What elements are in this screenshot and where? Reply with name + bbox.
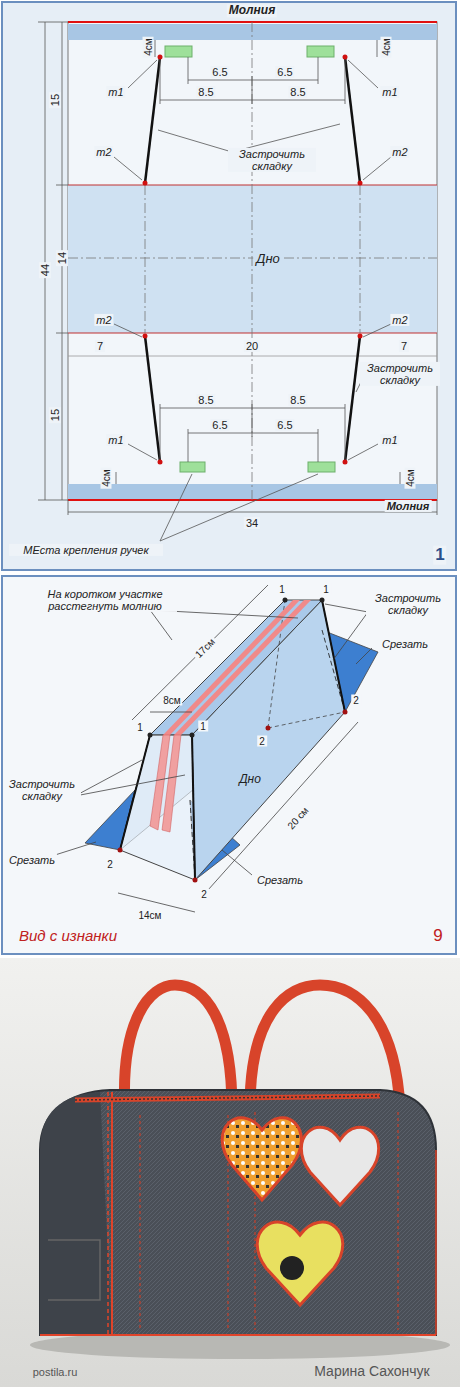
dimension: 34 <box>244 517 260 529</box>
face-label: Дно <box>237 773 263 786</box>
isometric-panel <box>2 576 456 954</box>
point-label: m2 <box>94 146 113 158</box>
fabric-band: Дно <box>68 186 437 332</box>
note: Срезать <box>255 874 305 886</box>
dimension: 8.5 <box>196 86 215 98</box>
point-label: 1 <box>135 722 145 733</box>
dimension: 7 <box>399 340 409 352</box>
note: Застрочить складку <box>228 148 316 172</box>
point-label: 2 <box>199 889 209 900</box>
point-label: 1 <box>321 584 331 595</box>
point-label: m2 <box>390 146 409 158</box>
point-label: m1 <box>380 86 399 98</box>
dimension: 4см <box>381 36 392 57</box>
note: Застрочить складку <box>360 362 440 386</box>
point-label: 2 <box>351 695 361 706</box>
dimension: 20 см <box>284 803 312 832</box>
point-label: m1 <box>106 86 125 98</box>
band-label: Дно <box>253 251 283 266</box>
dimension: 6.5 <box>210 66 229 78</box>
panel-number: 9 <box>431 927 444 946</box>
pattern-panel <box>2 2 456 570</box>
dimension: 14см <box>137 910 164 921</box>
dimension: 20 <box>244 340 260 352</box>
dimension: 4см <box>101 467 112 488</box>
dimension: 6.5 <box>275 419 294 431</box>
dimension: 8.5 <box>196 394 215 406</box>
bag-photo <box>0 958 460 1387</box>
watermark: postila.ru <box>31 1366 80 1378</box>
dimension: 6.5 <box>210 419 229 431</box>
point-label: m2 <box>390 314 409 326</box>
panel-number: 1 <box>433 546 446 565</box>
point-label: m1 <box>380 434 399 446</box>
dimension: 8.5 <box>288 86 307 98</box>
point-label: 2 <box>105 859 115 870</box>
dimension: 17см <box>192 635 219 662</box>
point-label: 2 <box>257 736 267 747</box>
dimension: 44 <box>39 262 51 278</box>
note: Застрочить складку <box>366 592 450 616</box>
point-label: m2 <box>94 314 113 326</box>
note: Срезать <box>7 854 57 866</box>
dimension: 15 <box>49 92 61 108</box>
note: МЕста крепления ручек <box>9 544 163 556</box>
point-label: m1 <box>106 434 125 446</box>
dimension: 4см <box>143 36 154 57</box>
dimension: 7 <box>95 340 105 352</box>
dimension: 8см <box>161 695 182 706</box>
note: Срезать <box>380 638 430 650</box>
dimension: 15 <box>49 407 61 423</box>
dimension: 4см <box>405 467 416 488</box>
view-caption: Вид с изнанки <box>17 928 119 945</box>
point-label: 1 <box>277 584 287 595</box>
zipper-label: Молния <box>385 500 432 512</box>
note: Застрочить складку <box>3 778 81 802</box>
dimension: 8.5 <box>288 394 307 406</box>
note: На коротком участке расстегнуть молнию <box>33 588 177 612</box>
dimension: 6.5 <box>275 66 294 78</box>
point-label: 1 <box>198 721 208 732</box>
zipper-label: Молния <box>227 4 277 17</box>
dimension: 14 <box>56 250 68 266</box>
watermark: Марина Сахончук <box>312 1364 431 1379</box>
